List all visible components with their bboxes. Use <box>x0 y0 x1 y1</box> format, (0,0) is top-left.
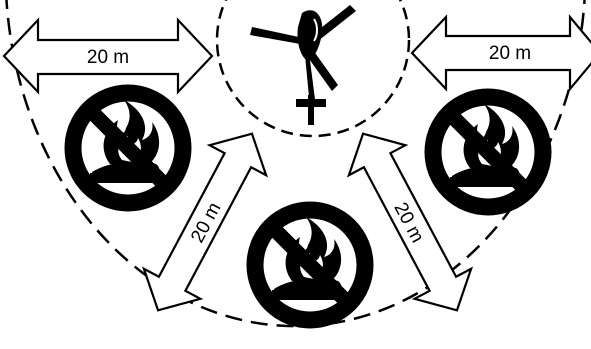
no-open-flame-icon-right <box>433 97 543 207</box>
no-open-flame-icon-left <box>73 93 183 203</box>
distance-label-top-left: 20 m <box>87 47 129 68</box>
no-open-flame-icon-center <box>255 210 365 320</box>
dimension-arrow-top-left: 20 m <box>4 20 212 92</box>
distance-label-top-right: 20 m <box>489 43 531 64</box>
dimension-arrow-top-right: 20 m <box>412 17 591 89</box>
helicopter-icon <box>250 5 356 125</box>
